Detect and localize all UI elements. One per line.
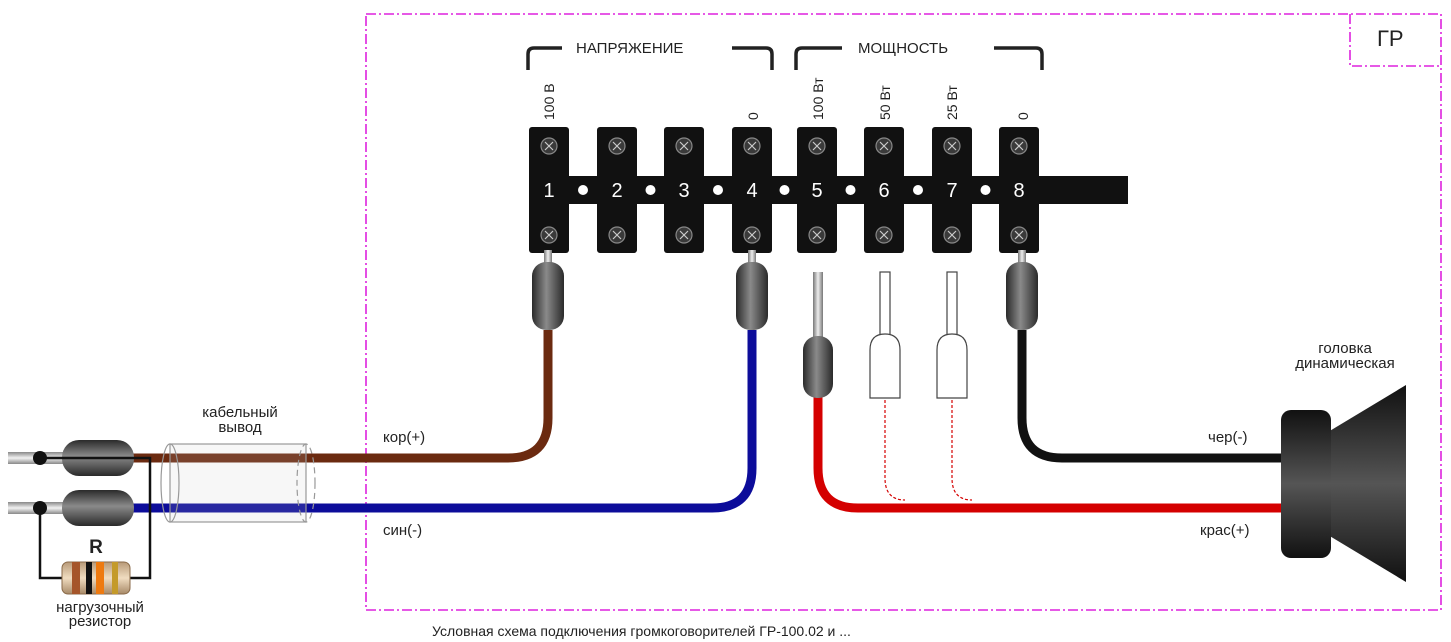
terminal-3 bbox=[664, 127, 704, 253]
resistor-label-line1: нагрузочный bbox=[56, 599, 144, 616]
terminal-7 bbox=[932, 127, 972, 253]
wire-label-blue: син(-) bbox=[383, 522, 423, 539]
tap-label-t8: 0 bbox=[1015, 112, 1031, 120]
cable-output-sleeve bbox=[160, 443, 316, 523]
terminal-6 bbox=[864, 127, 904, 253]
ferrule-t8 bbox=[1006, 250, 1038, 330]
separator-dot bbox=[578, 185, 588, 195]
cable-output-line1: кабельный bbox=[202, 404, 278, 421]
separator-dot bbox=[713, 185, 723, 195]
resistor-symbol: R bbox=[89, 537, 103, 558]
separator-dot bbox=[980, 185, 991, 195]
terminal-4 bbox=[732, 127, 772, 253]
terminal-2 bbox=[597, 127, 637, 253]
unused-taps-dashed bbox=[884, 400, 973, 501]
terminal-number-7: 7 bbox=[946, 180, 958, 202]
power-group-label: МОЩНОСТЬ bbox=[858, 40, 949, 57]
speaker-label: головка динамическая bbox=[1245, 341, 1445, 371]
speaker-label-line1: головка bbox=[1318, 340, 1372, 357]
ferrule-t6-unused bbox=[869, 271, 901, 399]
wire-red bbox=[813, 395, 1285, 513]
resistor-label-line2: резистор bbox=[68, 613, 132, 630]
load-resistor bbox=[33, 451, 152, 595]
terminal-1 bbox=[529, 127, 569, 253]
wire-label-black: чер(-) bbox=[1208, 429, 1248, 446]
terminal-number-2: 2 bbox=[611, 180, 623, 202]
wire-blue bbox=[130, 330, 757, 513]
voltage-bracket bbox=[526, 46, 774, 70]
ferrule-t7-unused bbox=[936, 271, 968, 399]
ferrule-t1 bbox=[532, 250, 564, 330]
terminal-number-8: 8 bbox=[1013, 180, 1025, 202]
resistor-label: нагрузочный резистор bbox=[30, 599, 170, 630]
wire-black bbox=[1017, 330, 1285, 463]
wire-brown bbox=[130, 330, 553, 463]
cable-output-line2: вывод bbox=[218, 419, 262, 436]
terminal-number-3: 3 bbox=[678, 180, 690, 202]
ferrule-t4 bbox=[736, 250, 768, 330]
enclosure-border bbox=[365, 13, 1442, 611]
separator-dot bbox=[845, 185, 856, 195]
tap-label-t1: 100 В bbox=[541, 83, 557, 120]
unit-label: ГР bbox=[1377, 26, 1404, 51]
terminal-number-6: 6 bbox=[878, 180, 890, 202]
wire-label-brown: кор(+) bbox=[383, 429, 426, 446]
terminal-5 bbox=[797, 127, 837, 253]
separator-dot bbox=[779, 185, 790, 195]
terminal-number-1: 1 bbox=[543, 180, 555, 202]
ferrule-t5-detached bbox=[803, 272, 833, 398]
tap-label-t4: 0 bbox=[745, 112, 761, 120]
tap-label-t6: 50 Вт bbox=[877, 85, 893, 120]
tap-label-t7: 25 Вт bbox=[944, 85, 960, 120]
voltage-group-label: НАПРЯЖЕНИЕ bbox=[576, 40, 684, 57]
connector-left bbox=[8, 440, 134, 526]
separator-dot bbox=[645, 185, 656, 195]
cable-output-label: кабельный вывод bbox=[180, 405, 300, 435]
terminal-block bbox=[529, 127, 1128, 253]
speaker-label-line2: динамическая bbox=[1295, 355, 1395, 372]
terminal-number-5: 5 bbox=[811, 180, 823, 202]
terminal-8 bbox=[999, 127, 1039, 253]
terminal-number-4: 4 bbox=[746, 180, 758, 202]
separator-dot bbox=[913, 185, 923, 195]
wire-label-red: крас(+) bbox=[1200, 522, 1250, 539]
tap-label-t5: 100 Вт bbox=[810, 77, 826, 120]
caption: Условная схема подключения громкоговорит… bbox=[432, 623, 851, 639]
speaker-head bbox=[1281, 385, 1406, 582]
power-bracket bbox=[794, 46, 1044, 70]
